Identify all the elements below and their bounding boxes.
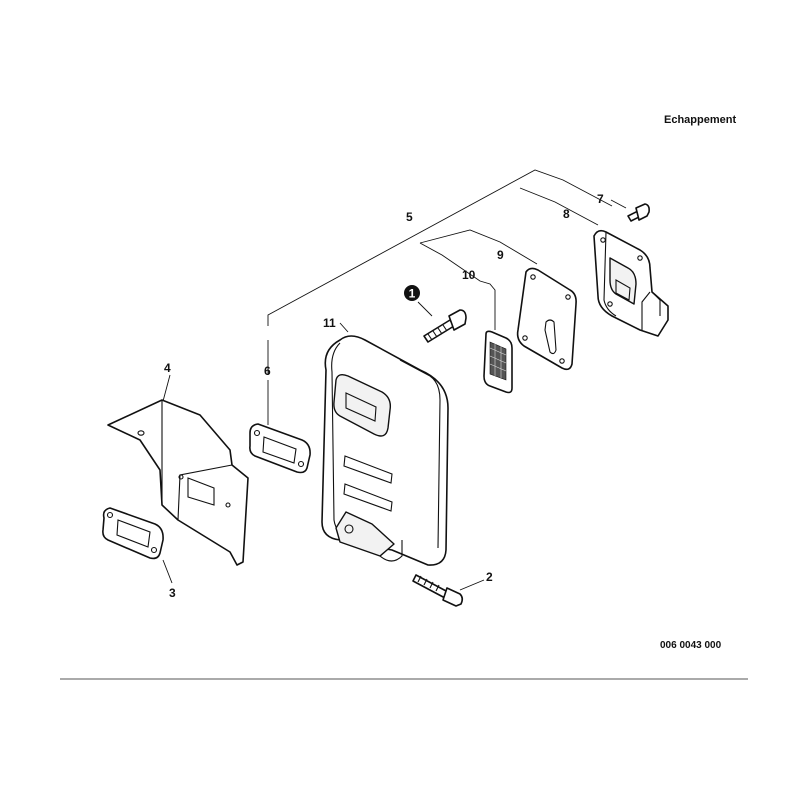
callout-11: 11 <box>323 316 336 330</box>
callout-3: 3 <box>169 586 176 600</box>
assembly-leader-lines <box>161 169 627 591</box>
muffler-body <box>321 335 449 566</box>
callout-9: 9 <box>497 248 504 262</box>
callout-10: 10 <box>462 268 476 282</box>
heat-shield-plate <box>107 399 249 566</box>
gasket-middle <box>249 423 311 474</box>
screw-2 <box>412 574 464 607</box>
screw-1 <box>423 309 467 343</box>
callout-1: 1 <box>409 287 416 301</box>
callout-2: 2 <box>486 570 493 584</box>
callout-5: 5 <box>406 210 413 224</box>
drawing-code: 006 0043 000 <box>660 640 722 651</box>
exhaust-deflector <box>593 229 669 337</box>
callout-6: 6 <box>264 364 271 378</box>
callout-1-marker: 1 <box>404 285 420 301</box>
gasket-left <box>102 507 164 560</box>
callout-4: 4 <box>164 361 171 375</box>
page-title: Echappement <box>664 114 736 126</box>
cover-plate <box>516 267 577 371</box>
callout-8: 8 <box>563 207 570 221</box>
callout-7: 7 <box>597 192 604 206</box>
screw-7 <box>627 203 650 222</box>
spark-screen <box>483 330 513 394</box>
